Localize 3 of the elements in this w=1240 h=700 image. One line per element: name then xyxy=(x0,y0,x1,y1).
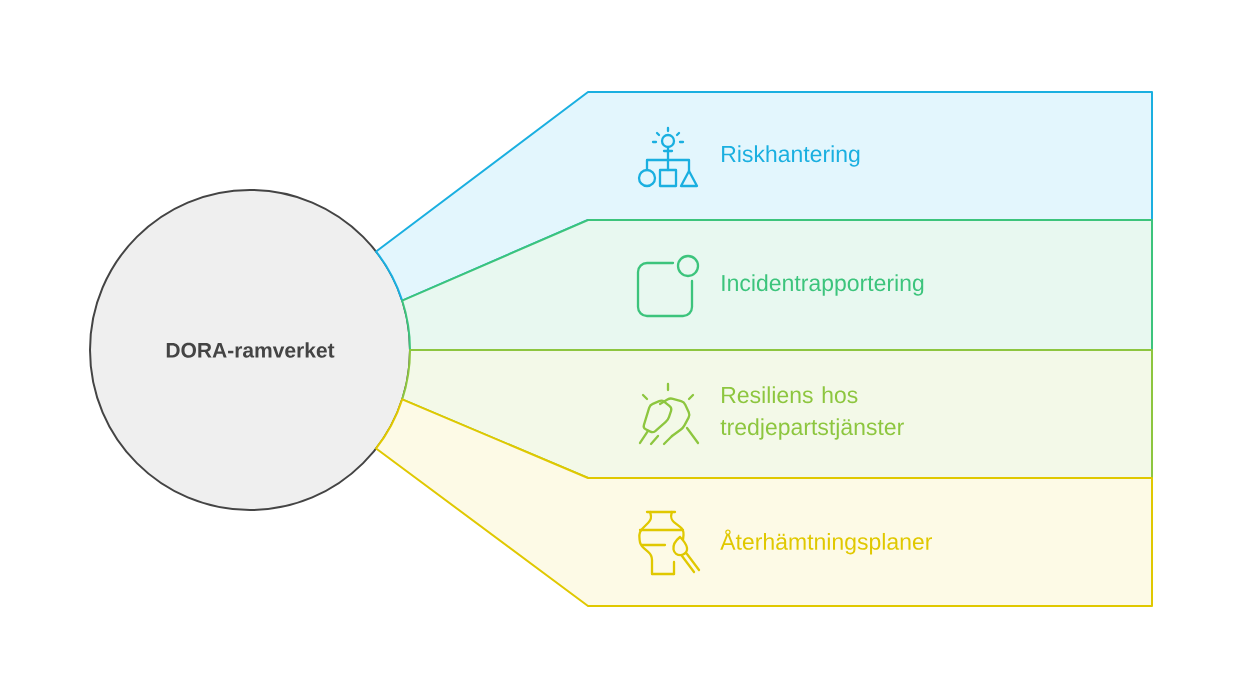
band: Resiliens hos tredjepartstjänster xyxy=(401,348,1153,479)
circle-node: DORA-ramverket xyxy=(89,189,411,511)
band: Incidentrapportering xyxy=(401,219,1153,351)
